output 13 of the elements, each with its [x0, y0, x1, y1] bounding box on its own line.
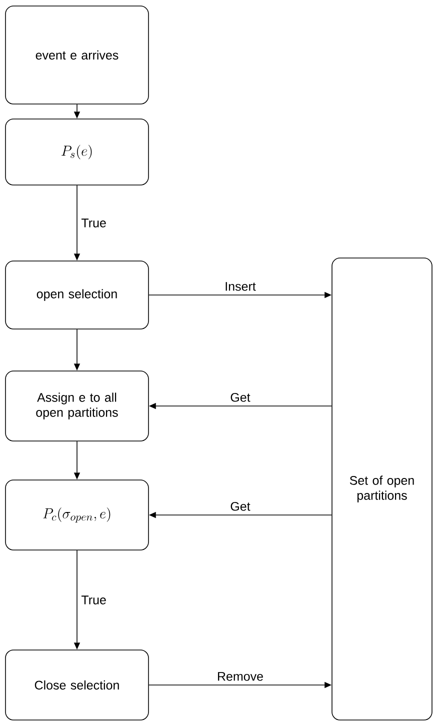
- edge-label: Insert: [226, 282, 256, 291]
- process-box: event e arrives: [5, 6, 149, 104]
- edge-label: Get: [230, 392, 250, 402]
- process-box: $P_c(\sigma_{open}, e)$: [5, 480, 149, 550]
- process-box: open selection: [5, 260, 149, 330]
- process-box: $P_s(e)$: [5, 118, 149, 186]
- storage-box: Set of open partitions: [332, 258, 432, 720]
- edge-label: Remove: [218, 672, 263, 681]
- process-box: Assign e to all open partitions: [5, 370, 149, 442]
- edge-label: True: [81, 596, 106, 604]
- process-box: Close selection: [5, 650, 149, 720]
- edge-label: True: [81, 218, 106, 228]
- edge-label: Get: [230, 502, 250, 511]
